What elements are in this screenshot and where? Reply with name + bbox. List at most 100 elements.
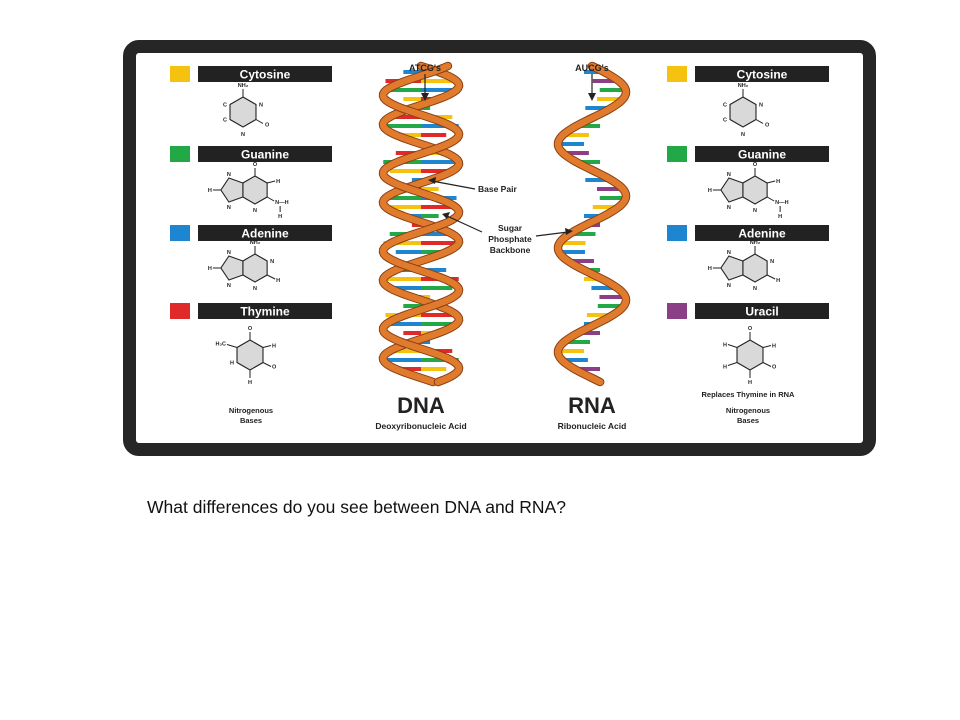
atom-label: N [241,132,245,138]
rna-top-label: AUCG's [575,63,609,73]
atom-label: O [772,365,777,371]
ring-bond [720,177,744,203]
cytosine-label: Cytosine [737,68,788,82]
dna-title: DNA [397,393,445,418]
right-caption-line1: Nitrogenous [726,406,770,415]
atom-label: H [230,361,234,367]
ring-bond [242,175,268,205]
atom-label: NH₂ [238,83,249,89]
atom-label: H [278,214,282,220]
atom-label: H [778,214,782,220]
rna-single-helix [553,61,631,387]
atom-label: N [227,283,231,289]
ring-bond [720,255,744,281]
bond [255,119,264,124]
ring-bond [220,177,244,203]
uracil-label: Uracil [745,305,778,319]
atom-label: H [776,179,780,185]
bond [727,362,738,366]
base-pair-pointer-head [428,177,436,184]
thymine-swatch [170,303,190,319]
atom-label: N [753,286,757,292]
cytosine-label: Cytosine [240,68,291,82]
atom-label: H [748,380,752,386]
thymine-label-bar [198,303,332,319]
rna-full-name: Ribonucleic Acid [558,421,627,431]
bond [267,180,276,184]
atom-label: H [723,365,727,371]
left-base-legend: Cytosine Guanine Adenine Thymine [170,66,332,319]
dna-double-helix [378,61,464,387]
ring-bond [236,339,264,371]
backbone-callout-line1: Sugar [498,223,523,233]
atom-label: N [727,283,731,289]
cytosine-label-bar [198,66,332,82]
backbone-pointer-right-head [565,228,573,235]
rna-title: RNA [568,393,616,418]
atom-label: H [776,278,780,284]
ring-bond [220,255,244,281]
backbone-pointer-left [446,215,483,233]
atom-label: H [708,266,712,272]
atom-label: H [248,380,252,386]
cytosine-label-bar [695,66,829,82]
ring-bond [242,253,268,283]
atom-label: O [272,365,277,371]
atom-label: N [259,103,263,109]
ring-bond [229,96,257,128]
bond [766,196,775,202]
atom-label: N [227,205,231,211]
molecule-structures: NH₂NNOCCHNNOHN—HHNHNNNH₂NNHOHOHH₃CHNH₂NN… [208,83,789,386]
atom-label: N [227,250,231,256]
adenine-swatch [170,225,190,241]
left-cytosine-structure: NH₂ N N O C C [223,83,270,138]
left-base-guanine: Guanine [170,146,332,162]
atom-label: H [208,266,212,272]
atom-label: NH₂ [738,83,749,89]
atom-label: N [727,250,731,256]
atom-label: NH₂ [750,240,761,246]
atom-label: N [727,205,731,211]
base-pair-pointer [431,180,476,190]
atom-label: C [223,103,227,109]
atom-label: O [265,123,270,129]
right-adenine-structure: H N N NH₂ N N H [708,240,780,292]
bond [762,345,772,348]
atom-label: N [741,132,745,138]
right-base-legend: Cytosine Guanine Adenine Uracil [667,66,829,319]
atom-label: O [748,326,753,332]
atom-label: N [270,259,274,265]
base-pair-callout: Base Pair [478,184,517,194]
right-base-adenine: Adenine [667,225,829,241]
adenine-label: Adenine [738,227,786,241]
guanine-label-bar [695,146,829,162]
rna-backbone-strand-1 [554,62,630,386]
ring-bond [729,96,757,128]
right-base-uracil: Uracil [667,303,829,319]
guanine-swatch [667,146,687,162]
atom-label: C [223,118,227,124]
atom-label: H₃C [216,342,227,348]
atom-label: H [772,344,776,350]
atom-label: O [765,123,770,129]
adenine-label-bar [695,225,829,241]
adenine-swatch [667,225,687,241]
bond [755,119,764,124]
bond [766,274,776,280]
uracil-label-bar [695,303,829,319]
atom-label: N [727,172,731,178]
adenine-label-bar [198,225,332,241]
guanine-label: Guanine [241,148,289,162]
atom-label: N [253,208,257,214]
dna-full-name: Deoxyribonucleic Acid [375,421,466,431]
adenine-label: Adenine [241,227,289,241]
left-caption-line2: Bases [240,416,262,425]
atom-label: NH₂ [250,240,261,246]
atom-label: N [770,259,774,265]
replaces-thymine-note: Replaces Thymine in RNA [702,390,796,399]
bond [262,345,272,348]
